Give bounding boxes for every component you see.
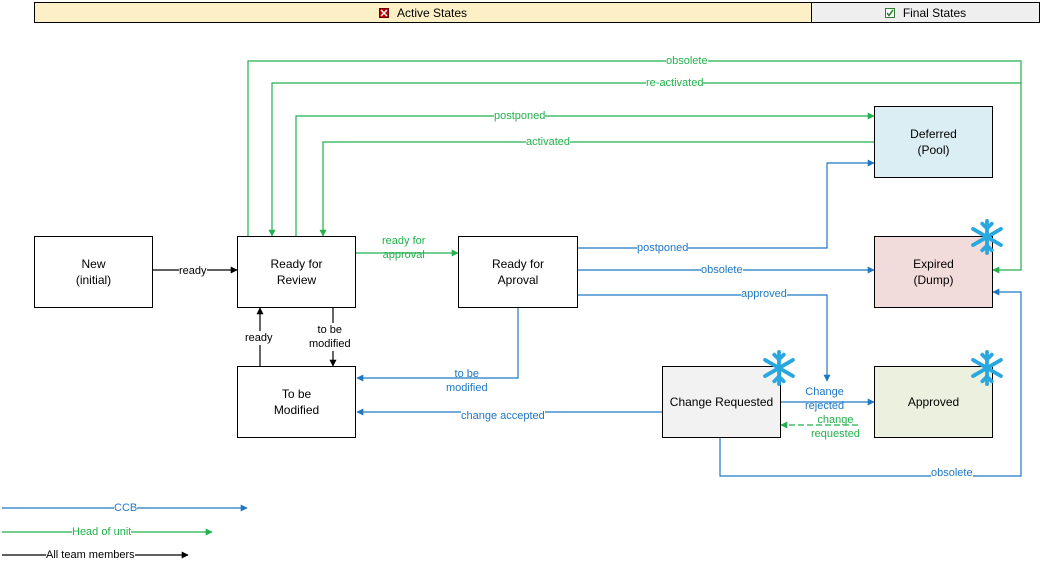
snowflake-icon [971,218,1003,256]
label-change-requested-hou: change requested [811,414,860,440]
active-states-header: Active States [34,2,812,23]
state-to-be-modified: To be Modified [237,366,356,438]
label-change-rejected: Change rejected [805,386,845,412]
legend-ccb-label: CCB [114,501,138,515]
edge-approved [578,294,831,382]
final-states-label: Final States [902,5,967,20]
state-new: New (initial) [34,236,153,308]
state-ready-for-review: Ready for Review [237,236,356,308]
label-reactivated: re-activated [646,76,704,90]
state-change-requested: Change Requested [662,366,781,438]
label-obsolete-bottom: obsolete [931,466,973,480]
final-states-header: Final States [811,2,1040,23]
legend-team-label: All team members [46,548,135,562]
legend-head-of-unit-label: Head of unit [72,525,132,539]
label-ready-back: ready [245,331,273,345]
label-ready-new: ready [179,264,207,278]
label-change-accepted: change accepted [461,409,545,423]
snowflake-icon [971,349,1003,387]
edge-reactivated [268,82,1021,237]
snowflake-icon [763,349,795,387]
state-approved: Approved [874,366,993,438]
green-check-icon [884,7,895,18]
edge-postponed-top [295,112,875,237]
state-ready-for-approval: Ready for Aproval [458,236,578,308]
edge-postponed-mid [578,159,875,249]
label-to-be-modified-team: to be modified [309,323,351,351]
red-x-icon [378,7,389,18]
state-deferred: Deferred (Pool) [874,106,993,178]
label-to-be-modified-ccb: to be modified [446,368,488,394]
label-postponed-top: postponed [494,109,546,123]
label-approved: approved [741,287,787,301]
label-obsolete-mid: obsolete [701,263,743,277]
edge-to-be-modified-ccb [356,308,519,382]
label-postponed-mid: postponed [637,241,689,255]
edge-obsolete-top [247,60,1022,274]
state-expired: Expired (Dump) [874,236,993,308]
label-obsolete-top: obsolete [666,54,708,68]
edge-obsolete-bottom [719,288,1022,477]
label-activated: activated [526,135,571,149]
label-ready-for-approval: ready for approval [382,235,426,261]
active-states-label: Active States [396,5,468,20]
